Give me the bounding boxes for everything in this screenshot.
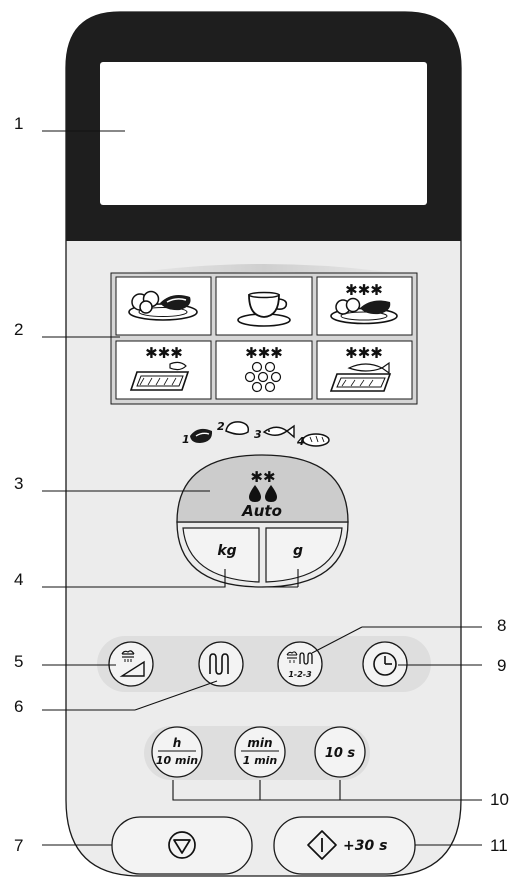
function-button-row: 1-2-3 — [97, 636, 431, 692]
svg-text:✱✱✱: ✱✱✱ — [145, 344, 183, 362]
callout-6: 6 — [14, 697, 23, 716]
svg-text:✱✱✱: ✱✱✱ — [245, 344, 283, 362]
frozen-plated-meal-icon: ✱✱✱ — [330, 281, 398, 325]
category-number-4: 4 — [296, 435, 305, 448]
combi-icon — [286, 651, 313, 665]
meat-icon — [190, 428, 213, 443]
category-number-3: 3 — [254, 428, 262, 441]
clock-icon — [373, 652, 397, 676]
svg-text:✱✱✱: ✱✱✱ — [345, 281, 383, 299]
stop-icon — [168, 831, 196, 859]
start-label: +30 s — [343, 838, 387, 854]
svg-text:✱✱✱: ✱✱✱ — [345, 344, 383, 362]
start-icon — [307, 830, 337, 860]
auto-weight-control: ✱✱ Auto kg g — [176, 454, 349, 588]
weight-category-row: 1 2 3 4 — [182, 420, 330, 448]
ten-min-label: 10 min — [156, 754, 198, 767]
category-number-1: 1 — [182, 433, 190, 446]
callout-8: 8 — [497, 616, 506, 635]
callout-4: 4 — [14, 570, 23, 589]
frozen-fish-dish-icon: ✱✱✱ — [329, 344, 392, 392]
g-label: g — [293, 543, 303, 559]
stop-button[interactable] — [111, 816, 253, 875]
callout-10: 10 — [490, 790, 509, 809]
program-cell-frozen-fish[interactable]: ✱✱✱ — [316, 340, 413, 400]
kg-label: kg — [217, 543, 236, 559]
grill-power-button[interactable] — [108, 641, 154, 687]
g-button[interactable] — [265, 527, 343, 583]
time-button-row: h 10 min min 1 min 10 s — [144, 726, 370, 780]
ten-sec-button[interactable] — [314, 726, 366, 778]
callout-3: 3 — [14, 474, 23, 493]
category-number-2: 2 — [217, 420, 225, 433]
ten-sec-label: 10 s — [325, 746, 356, 761]
bread-icon — [302, 433, 330, 447]
program-grid-arc — [112, 264, 416, 282]
min-1min-button[interactable] — [234, 726, 286, 778]
callout-1: 1 — [14, 114, 23, 133]
auto-button[interactable] — [176, 454, 349, 523]
callout-numbers: 1 2 3 4 5 6 7 8 9 10 11 — [14, 114, 509, 855]
frozen-gratin-dish-icon: ✱✱✱ — [129, 344, 190, 391]
hour-10min-button[interactable] — [151, 726, 203, 778]
defrost-drops-icon: ✱✱ — [249, 468, 277, 502]
food-program-grid: ✱✱✱ ✱✱✱ — [110, 272, 418, 405]
display-window — [100, 62, 427, 205]
program-cell-frozen-plated-meal[interactable]: ✱✱✱ — [316, 276, 413, 336]
program-cell-frozen-dumplings[interactable]: ✱✱✱ — [215, 340, 313, 400]
microwave-icon — [209, 653, 229, 675]
callout-5: 5 — [14, 652, 23, 671]
poultry-icon — [225, 421, 250, 435]
program-cell-plated-meal[interactable] — [115, 276, 212, 336]
frozen-dumplings-icon: ✱✱✱ — [244, 344, 283, 393]
hour-label: h — [173, 736, 182, 750]
cup-icon — [237, 291, 291, 327]
svg-text:✱✱: ✱✱ — [250, 468, 275, 486]
auto-label: Auto — [241, 502, 282, 520]
program-cell-frozen-gratin[interactable]: ✱✱✱ — [115, 340, 212, 400]
callout-9: 9 — [497, 656, 506, 675]
fish-icon — [262, 424, 295, 439]
one-min-label: 1 min — [243, 754, 278, 767]
program-cell-cup[interactable] — [215, 276, 313, 336]
microwave-button[interactable] — [198, 641, 244, 687]
bottom-button-row: +30 s — [111, 816, 416, 875]
min-label: min — [247, 736, 272, 750]
kg-button[interactable] — [182, 527, 260, 583]
callout-11: 11 — [490, 836, 508, 855]
callout-lines — [42, 130, 482, 846]
grill-power-icon — [119, 650, 145, 677]
combi-label: 1-2-3 — [288, 670, 312, 679]
callout-2: 2 — [14, 320, 23, 339]
callout-7: 7 — [14, 836, 23, 855]
plated-meal-icon — [128, 290, 198, 321]
